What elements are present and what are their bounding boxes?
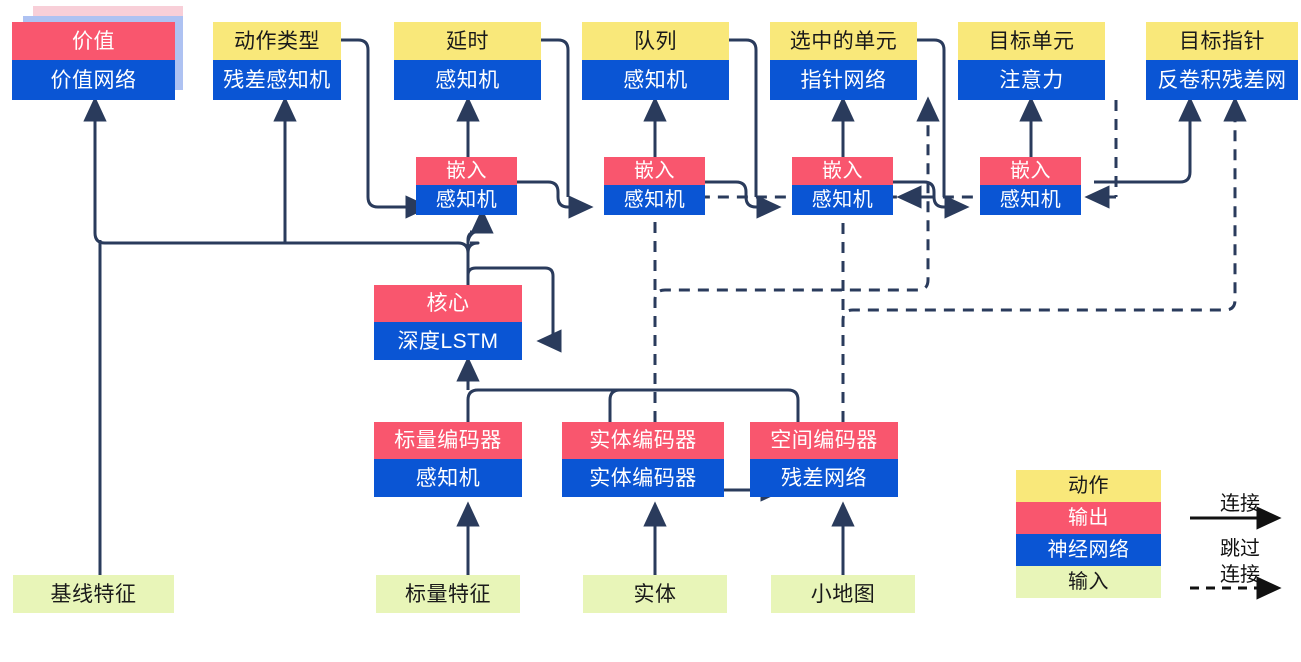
node-embed-3[interactable]: 嵌入 感知机 (792, 157, 893, 215)
node-embed-4-top: 嵌入 (980, 157, 1081, 185)
node-core-bottom: 深度LSTM (374, 322, 522, 360)
node-entity-encoder-bottom: 实体编码器 (562, 459, 724, 497)
node-target-unit-top: 目标单元 (958, 22, 1105, 60)
node-input-minimap[interactable]: 小地图 (771, 575, 915, 613)
legend-swatch-action: 动作 (1016, 470, 1161, 502)
edge-scalarencoder-bus (466, 388, 700, 422)
node-selected-units-top: 选中的单元 (770, 22, 917, 60)
node-target-unit[interactable]: 目标单元 注意力 (958, 22, 1105, 100)
edge-delay-side (541, 38, 570, 197)
node-target-point[interactable]: 目标指针 反卷积残差网 (1146, 22, 1298, 100)
node-embed-4-bottom: 感知机 (980, 185, 1081, 215)
legend-swatch-input: 输入 (1016, 566, 1161, 598)
node-target-unit-bottom: 注意力 (958, 60, 1105, 100)
node-entity-encoder-top: 实体编码器 (562, 422, 724, 459)
legend-skip-label-line1: 跳过 (1220, 538, 1260, 560)
node-scalar-encoder[interactable]: 标量编码器 感知机 (374, 422, 522, 497)
node-delay-top: 延时 (394, 22, 541, 60)
node-action-type-bottom: 残差感知机 (213, 60, 341, 100)
node-input-minimap-label: 小地图 (771, 575, 915, 613)
node-embed-3-top: 嵌入 (792, 157, 893, 185)
node-selected-units[interactable]: 选中的单元 指针网络 (770, 22, 917, 100)
edge-core-fanout-joint2 (466, 230, 478, 243)
node-scalar-encoder-bottom: 感知机 (374, 459, 522, 497)
node-action-type[interactable]: 动作类型 残差感知机 (213, 22, 341, 100)
node-input-baseline-features[interactable]: 基线特征 (13, 575, 174, 613)
node-value-top: 价值 (12, 22, 175, 60)
node-spatial-encoder[interactable]: 空间编码器 残差网络 (750, 422, 898, 497)
node-embed-1-top: 嵌入 (416, 157, 517, 185)
node-delay-bottom: 感知机 (394, 60, 541, 100)
node-selected-units-bottom: 指针网络 (770, 60, 917, 100)
legend-connection-label: 连接 (1220, 493, 1260, 515)
skip-entityencoder-to-selectedunits (653, 96, 940, 422)
node-input-scalar-features[interactable]: 标量特征 (376, 575, 520, 613)
node-queued-bottom: 感知机 (582, 60, 729, 100)
edge-selectedunits-side (917, 38, 946, 197)
node-input-entities-label: 实体 (583, 575, 727, 613)
node-embed-1-bottom: 感知机 (416, 185, 517, 215)
edge-core-to-embed1 (466, 208, 494, 253)
node-queued[interactable]: 队列 感知机 (582, 22, 729, 100)
node-input-entities[interactable]: 实体 (583, 575, 727, 613)
edge-core-fanout-joint (466, 241, 480, 254)
node-embed-4[interactable]: 嵌入 感知机 (980, 157, 1081, 215)
node-input-baseline-features-label: 基线特征 (13, 575, 174, 613)
node-action-type-top: 动作类型 (213, 22, 341, 60)
node-embed-2-top: 嵌入 (604, 157, 705, 185)
node-spatial-encoder-bottom: 残差网络 (750, 459, 898, 497)
node-value-bottom: 价值网络 (12, 60, 175, 100)
legend-swatch-output: 输出 (1016, 502, 1161, 534)
edge-embed1-to-embed2 (517, 180, 594, 219)
skip-spatialencoder-to-targetpoint (841, 96, 1247, 422)
edge-spatialencoder-bus (700, 388, 800, 422)
edge-embed3-to-embed4 (893, 180, 970, 219)
node-input-scalar-features-label: 标量特征 (376, 575, 520, 613)
node-target-point-bottom: 反卷积残差网 (1146, 60, 1298, 100)
legend-skip-label-line2: 连接 (1220, 564, 1260, 586)
edge-embed2-to-embed3 (705, 180, 782, 219)
node-core-top: 核心 (374, 285, 522, 322)
node-embed-3-bottom: 感知机 (792, 185, 893, 215)
edge-queued-side (729, 38, 758, 197)
legend-swatch-network: 神经网络 (1016, 534, 1161, 566)
node-target-point-top: 目标指针 (1146, 22, 1298, 60)
node-embed-1[interactable]: 嵌入 感知机 (416, 157, 517, 215)
legend-swatches: 动作 输出 神经网络 输入 (1016, 470, 1161, 598)
node-spatial-encoder-top: 空间编码器 (750, 422, 898, 459)
node-value[interactable]: 价值 价值网络 (12, 22, 175, 100)
node-embed-2[interactable]: 嵌入 感知机 (604, 157, 705, 215)
edge-core-to-value (83, 96, 470, 285)
node-entity-encoder[interactable]: 实体编码器 实体编码器 (562, 422, 724, 497)
edge-embed4-to-targetpoint (1094, 96, 1202, 184)
edge-entityencoder-bus (608, 388, 700, 422)
node-queued-top: 队列 (582, 22, 729, 60)
node-embed-2-bottom: 感知机 (604, 185, 705, 215)
node-delay[interactable]: 延时 感知机 (394, 22, 541, 100)
node-scalar-encoder-top: 标量编码器 (374, 422, 522, 459)
edge-actiontype-to-embed1 (341, 38, 400, 209)
node-core[interactable]: 核心 深度LSTM (374, 285, 522, 360)
